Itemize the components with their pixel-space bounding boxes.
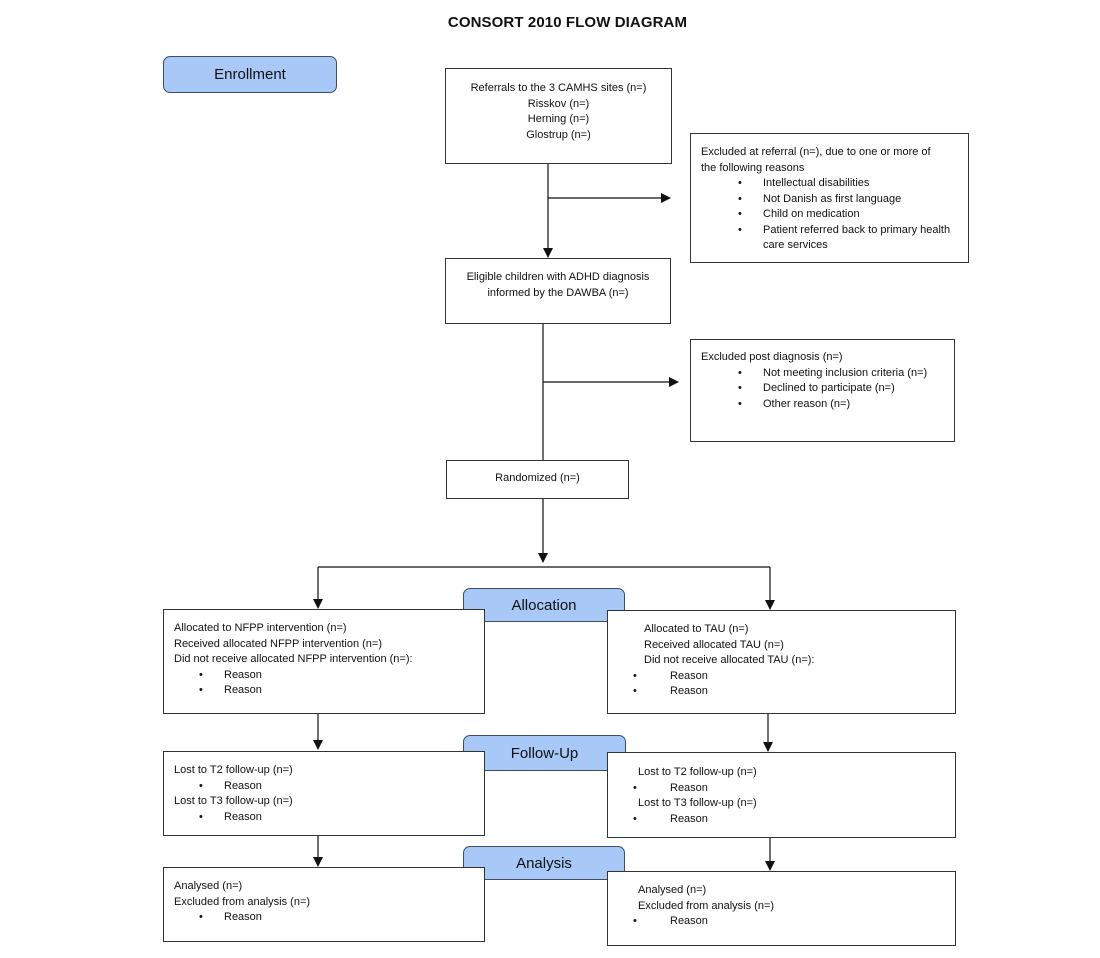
analysis-reasons: Reason (608, 914, 945, 930)
list-item: Reason (608, 669, 945, 685)
excluded-referral-title: Excluded at referral (n=), due to one or… (701, 146, 931, 158)
allocation-tau-box: Allocated to TAU (n=) Received allocated… (607, 610, 956, 714)
allocation-line: Allocated to TAU (n=) (644, 623, 749, 635)
analysed-count: Analysed (n=) (638, 884, 707, 896)
excluded-referral-reasons: Intellectual disabilities Not Danish as … (701, 176, 958, 254)
followup-t3-reasons: Reason (174, 810, 474, 826)
stage-enrollment-label: Enrollment (214, 66, 286, 83)
allocation-line: Received allocated TAU (n=) (644, 638, 784, 651)
followup-t2: Lost to T2 follow-up (n=) (174, 764, 293, 776)
stage-analysis: Analysis (463, 846, 625, 880)
followup-left-box: Lost to T2 follow-up (n=) Reason Lost to… (163, 751, 485, 836)
referral-site: Herning (n=) (527, 113, 590, 125)
followup-right-box: Lost to T2 follow-up (n=) Reason Lost to… (607, 752, 956, 838)
analysed-count: Analysed (n=) (174, 880, 243, 892)
stage-allocation-label: Allocation (511, 596, 577, 614)
stage-allocation: Allocation (463, 588, 625, 622)
followup-t2-reasons: Reason (608, 781, 945, 797)
excluded-post-reasons: Not meeting inclusion criteria (n=) Decl… (701, 366, 944, 413)
list-item: Reason (608, 781, 945, 797)
diagram-title: CONSORT 2010 FLOW DIAGRAM (447, 14, 688, 31)
excluded-analysis: Excluded from analysis (n=) (174, 895, 311, 908)
list-item: Other reason (n=) (701, 397, 944, 413)
allocation-line: Received allocated NFPP intervention (n=… (174, 637, 382, 650)
referral-site: Glostrup (n=) (526, 128, 591, 141)
allocation-tau-reasons: Reason Reason (608, 669, 945, 700)
list-item: Reason (174, 779, 474, 795)
excluded-referral-title-cont: the following reasons (701, 161, 805, 174)
list-item: Reason (174, 683, 474, 699)
list-item: Reason (608, 812, 945, 828)
referral-site: Risskov (n=) (527, 97, 590, 110)
excluded-analysis: Excluded from analysis (n=) (638, 899, 775, 912)
allocation-nfpp-box: Allocated to NFPP intervention (n=) Rece… (163, 609, 485, 714)
analysis-left-box: Analysed (n=) Excluded from analysis (n=… (163, 867, 485, 942)
list-item: Patient referred back to primary health … (701, 223, 958, 254)
followup-t3: Lost to T3 follow-up (n=) (174, 795, 293, 807)
excluded-post-title: Excluded post diagnosis (n=) (701, 351, 843, 363)
list-item: Not Danish as first language (701, 192, 958, 208)
eligible-line: Eligible children with ADHD diagnosis (466, 271, 650, 283)
list-item: Not meeting inclusion criteria (n=) (701, 366, 944, 382)
eligible-box: Eligible children with ADHD diagnosis in… (445, 258, 671, 324)
list-item: Reason (608, 914, 945, 930)
analysis-right-box: Analysed (n=) Excluded from analysis (n=… (607, 871, 956, 946)
allocation-line: Did not receive allocated TAU (n=): (644, 654, 815, 666)
randomized-box: Randomized (n=) (446, 460, 629, 499)
stage-followup-label: Follow-Up (510, 744, 579, 762)
followup-t2-reasons: Reason (174, 779, 474, 795)
allocation-nfpp-reasons: Reason Reason (174, 668, 474, 699)
excluded-referral-box: Excluded at referral (n=), due to one or… (690, 133, 969, 263)
followup-t3: Lost to T3 follow-up (n=) (638, 797, 757, 809)
excluded-post-box: Excluded post diagnosis (n=) Not meeting… (690, 339, 955, 442)
stage-enrollment: Enrollment (163, 56, 337, 93)
list-item: Reason (174, 910, 474, 926)
randomized-label: Randomized (n=) (495, 472, 580, 484)
followup-t2: Lost to T2 follow-up (n=) (638, 766, 757, 778)
list-item: Reason (608, 684, 945, 700)
list-item: Child on medication (701, 207, 958, 223)
referrals-box: Referrals to the 3 CAMHS sites (n=) Riss… (445, 68, 672, 164)
referrals-title: Referrals to the 3 CAMHS sites (n=) (470, 82, 647, 94)
list-item: Reason (174, 668, 474, 684)
followup-t3-reasons: Reason (608, 812, 945, 828)
list-item: Declined to participate (n=) (701, 381, 944, 397)
allocation-line: Allocated to NFPP intervention (n=) (174, 622, 347, 634)
stage-followup: Follow-Up (463, 735, 626, 771)
eligible-line: informed by the DAWBA (n=) (487, 286, 629, 299)
list-item: Reason (174, 810, 474, 826)
analysis-reasons: Reason (174, 910, 474, 926)
allocation-line: Did not receive allocated NFPP intervent… (174, 653, 413, 665)
list-item: Intellectual disabilities (701, 176, 958, 192)
stage-analysis-label: Analysis (516, 854, 572, 872)
